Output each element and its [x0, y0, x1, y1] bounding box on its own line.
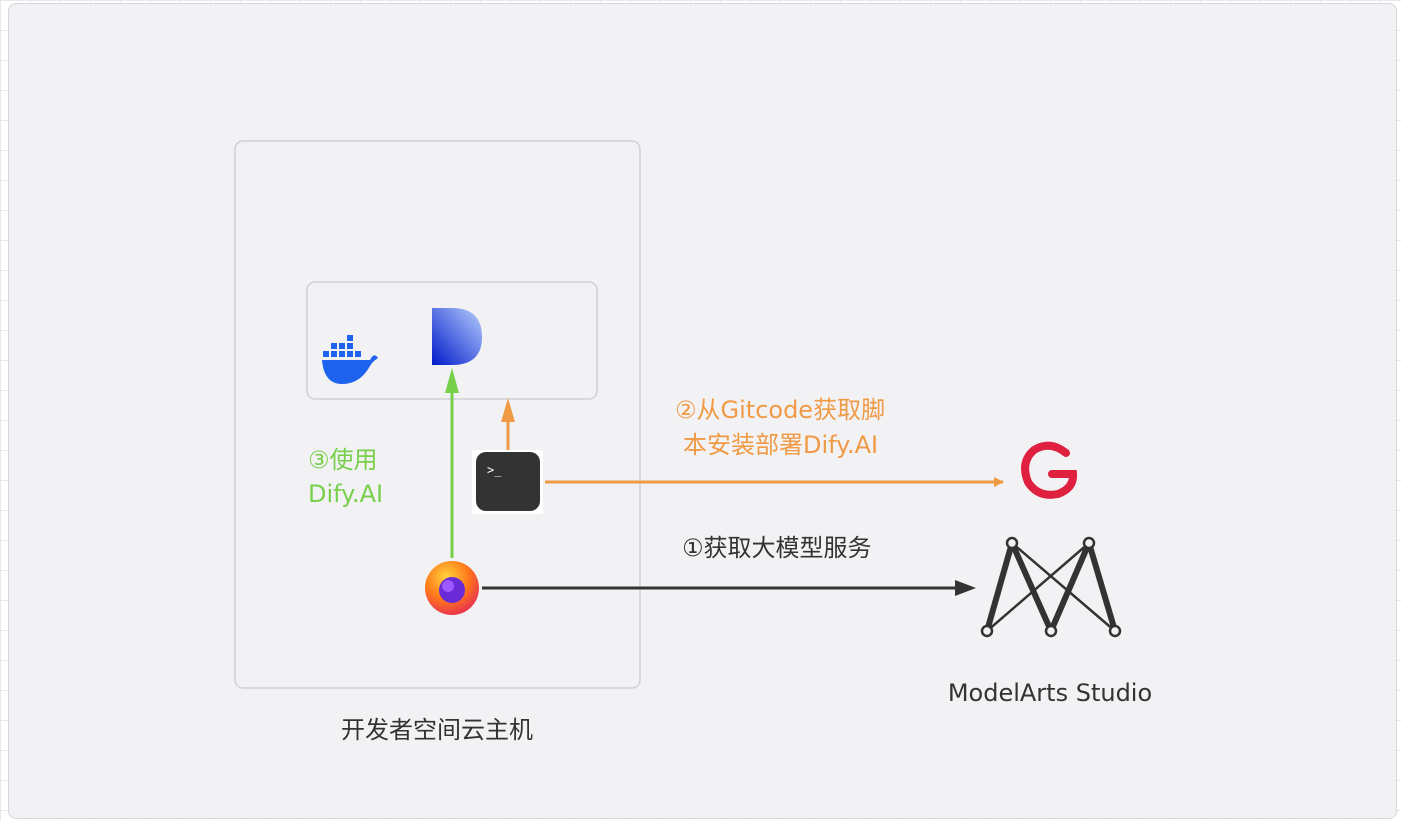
terminal-icon: >_	[472, 450, 543, 514]
svg-text:>_: >_	[487, 463, 502, 477]
step1-label: ①获取大模型服务	[682, 534, 872, 562]
host-box	[234, 140, 641, 689]
gitcode-icon	[1021, 441, 1078, 499]
step2-label-line1: ②从Gitcode获取脚	[675, 396, 886, 424]
modelarts-icon	[980, 536, 1122, 638]
host-label: 开发者空间云主机	[341, 716, 533, 744]
step3-label-line1: ③使用	[308, 446, 378, 474]
modelarts-label: ModelArts Studio	[947, 679, 1153, 707]
firefox-icon	[425, 561, 479, 615]
canvas-panel	[8, 3, 1397, 819]
step2-label-line2: 本安装部署Dify.AI	[683, 431, 879, 459]
docker-icon	[322, 335, 378, 384]
step3-label-line2: Dify.AI	[308, 480, 384, 508]
dify-icon	[432, 308, 482, 365]
